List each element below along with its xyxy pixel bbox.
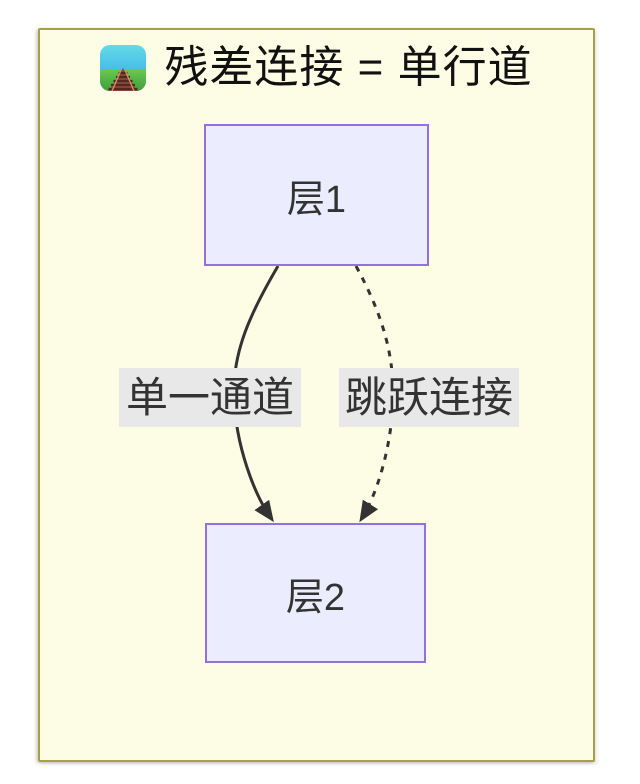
node-layer1-label: 层1 — [286, 178, 347, 221]
diagram-panel: 残差连接 = 单行道 层1 层2 单一通道 跳跃连接 — [38, 28, 595, 762]
railway-track-icon — [100, 45, 147, 92]
node-layer2-label: 层2 — [285, 576, 346, 619]
edge-label-single-channel: 单一通道 — [119, 368, 301, 427]
edge-label-skip-connection: 跳跃连接 — [339, 368, 519, 427]
node-layer2: 层2 — [205, 523, 426, 663]
node-layer1: 层1 — [204, 124, 429, 266]
diagram-title-text: 残差连接 = 单行道 — [164, 43, 533, 92]
diagram-title: 残差连接 = 单行道 — [40, 43, 593, 92]
